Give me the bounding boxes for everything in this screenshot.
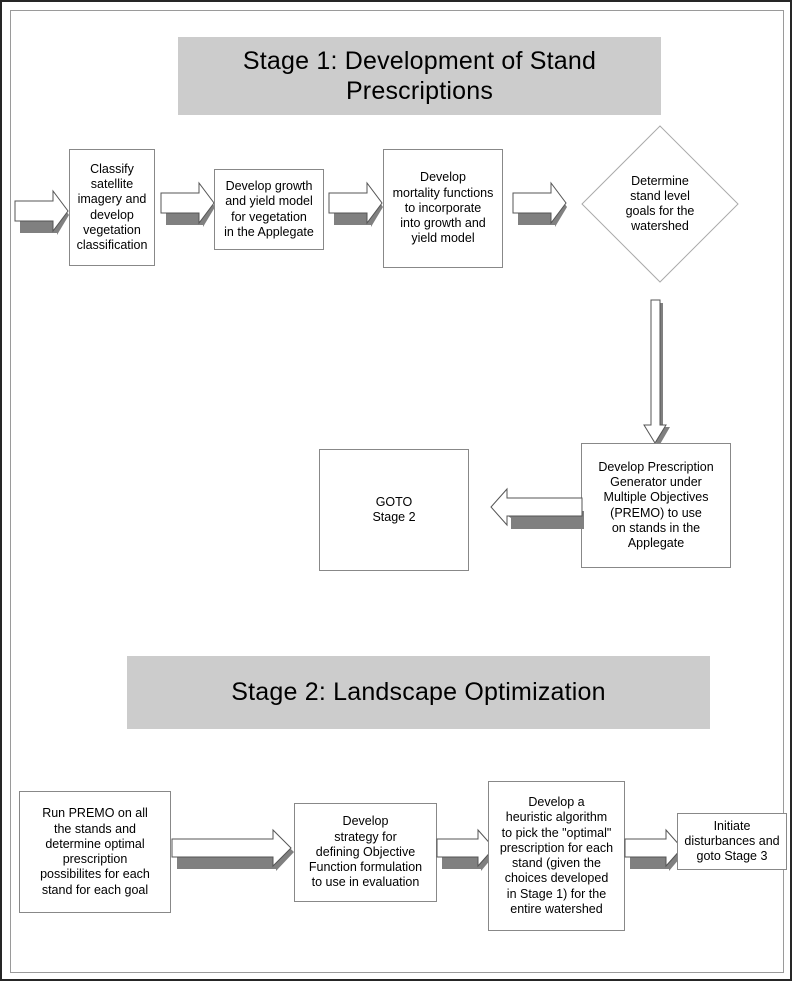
node-develop-mortality-functions: Develop mortality functions to incorpora…: [383, 149, 503, 268]
decision-label: Determine stand level goals for the wate…: [625, 173, 695, 234]
node-develop-heuristic-algorithm: Develop a heuristic algorithm to pick th…: [488, 781, 625, 931]
arrow-right-into-classify: [13, 187, 71, 235]
diagram-frame: Stage 1: Development of Stand Prescripti…: [10, 10, 787, 973]
arrow-right-mortality-to-determine: [511, 179, 569, 227]
node-initiate-disturbances: Initiate disturbances and goto Stage 3: [677, 813, 787, 870]
arrow-right-classify-to-growth: [159, 179, 217, 227]
stage2-header: Stage 2: Landscape Optimization: [127, 656, 710, 729]
arrow-right-runpremo-to-strategy: [170, 827, 296, 871]
node-develop-growth-yield-model: Develop growth and yield model for veget…: [214, 169, 324, 250]
node-classify-satellite-imagery: Classify satellite imagery and develop v…: [69, 149, 155, 266]
arrow-down-determine-to-premo: [639, 297, 681, 449]
stage1-header: Stage 1: Development of Stand Prescripti…: [178, 37, 661, 115]
arrow-right-heuristic-to-initiate: [623, 827, 687, 871]
node-run-premo-on-all-stands: Run PREMO on all the stands and determin…: [19, 791, 171, 913]
node-develop-prescription-generator-premo: Develop Prescription Generator under Mul…: [581, 443, 731, 568]
node-develop-objective-function-strategy: Develop strategy for defining Objective …: [294, 803, 437, 902]
node-goto-stage-2: GOTO Stage 2: [319, 449, 469, 571]
arrow-left-premo-to-goto: [489, 487, 587, 531]
arrow-right-strategy-to-heuristic: [435, 827, 499, 871]
arrow-right-growth-to-mortality: [327, 179, 385, 227]
decision-determine-stand-level-goals: Determine stand level goals for the wate…: [581, 125, 739, 283]
